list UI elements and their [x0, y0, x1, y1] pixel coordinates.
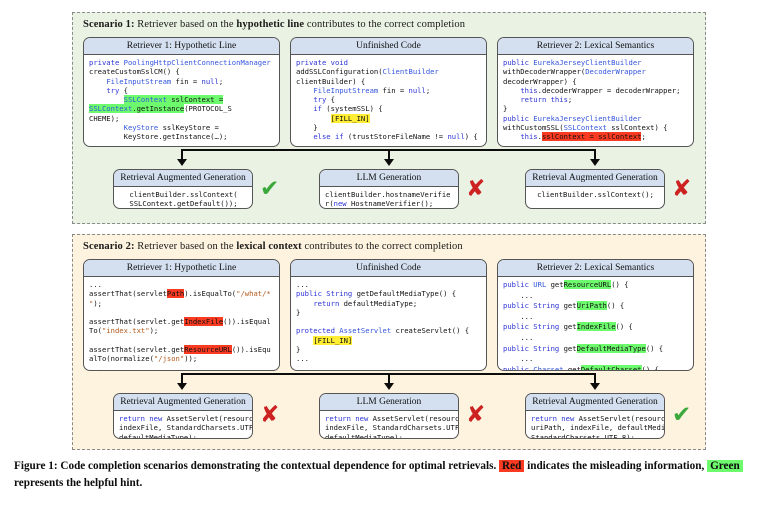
s1-output-rag-right-box: Retrieval Augmented Generation clientBui…: [525, 169, 665, 209]
s1-output-rag-left-box: Retrieval Augmented Generation clientBui…: [113, 169, 253, 209]
s2-verdict-mid: ✘: [466, 402, 486, 428]
s2-output-rag-left-header: Retrieval Augmented Generation: [114, 394, 252, 411]
s1-retriever1-header: Retriever 1: Hypothetic Line: [84, 38, 279, 55]
figure-caption: Figure 1: Code completion scenarios demo…: [14, 458, 756, 492]
caption-mid: indicates the misleading information,: [527, 460, 705, 472]
s1-retriever1-code: private PoolingHttpClientConnectionManag…: [89, 58, 271, 147]
caption-red-word: Red: [499, 460, 525, 472]
s2-connector-stub-right: [594, 373, 596, 385]
s1-unfinished-header: Unfinished Code: [291, 38, 486, 55]
s1-output-rag-right-header: Retrieval Augmented Generation: [526, 170, 664, 187]
s2-retriever2-box: Retriever 2: Lexical Semantics public UR…: [497, 259, 694, 371]
scenario-2-panel: Scenario 2: Retriever based on the lexic…: [72, 234, 706, 450]
s2-verdict-left: ✘: [260, 402, 280, 428]
s1-connector-stub-mid: [388, 149, 390, 161]
s2-output-rag-right-box: Retrieval Augmented Generation return ne…: [525, 393, 665, 439]
s2-output-rag-right-header: Retrieval Augmented Generation: [526, 394, 664, 411]
s2-output-rag-left-box: Retrieval Augmented Generation return ne…: [113, 393, 253, 439]
s2-unfinished-box: Unfinished Code ... public String getDef…: [290, 259, 487, 371]
s2-arrow-right: [590, 383, 600, 390]
s2-output-rag-right-code: return new AssetServlet(resourcePath, ur…: [531, 414, 665, 439]
s1-connector-stub-right: [594, 149, 596, 161]
scenario-1-title-pre: Retriever based on the: [137, 19, 234, 30]
s2-output-llm-code: return new AssetServlet(resourcePath, in…: [325, 414, 459, 439]
s1-output-llm-header: LLM Generation: [320, 170, 458, 187]
s1-connector-stub-left: [181, 149, 183, 161]
s2-connector-stub-mid: [388, 373, 390, 385]
scenario-1-title-bold: hypothetic line: [236, 19, 305, 30]
scenario-2-title-post: contributes to the correct completion: [304, 241, 463, 252]
s2-output-rag-left-code: return new AssetServlet(resourcePath, in…: [119, 414, 253, 439]
scenario-2-label: Scenario 2:: [83, 241, 135, 252]
scenario-1-label: Scenario 1:: [83, 19, 135, 30]
scenario-2-title-bold: lexical context: [236, 241, 302, 252]
s1-arrow-left: [177, 159, 187, 166]
s2-retriever2-code: public URL getResourceURL() { ... public…: [498, 277, 693, 370]
s1-output-rag-left-header: Retrieval Augmented Generation: [114, 170, 252, 187]
s1-retriever1-box: Retriever 1: Hypothetic Line private Poo…: [83, 37, 280, 147]
caption-green-word: Green: [707, 460, 743, 472]
scenario-1-title-post: contributes to the correct completion: [306, 19, 466, 30]
s1-verdict-mid: ✘: [466, 176, 486, 202]
s2-retriever1-header: Retriever 1: Hypothetic Line: [84, 260, 279, 277]
s1-output-rag-left-code: clientBuilder.sslContext( SSLContext.get…: [129, 190, 238, 209]
scenario-2-title-pre: Retriever based on the: [137, 241, 234, 252]
s1-retriever2-header: Retriever 2: Lexical Semantics: [498, 38, 693, 55]
s2-retriever2-header: Retriever 2: Lexical Semantics: [498, 260, 693, 277]
s2-connector-stub-left: [181, 373, 183, 385]
scenario-2-title: Scenario 2: Retriever based on the lexic…: [83, 241, 463, 252]
s2-output-llm-header: LLM Generation: [320, 394, 458, 411]
scenario-1-panel: Scenario 1: Retriever based on the hypot…: [72, 12, 706, 224]
s2-unfinished-header: Unfinished Code: [291, 260, 486, 277]
s1-unfinished-code: private void addSSLConfiguration(ClientB…: [296, 58, 478, 147]
s1-verdict-right: ✘: [672, 176, 692, 202]
s1-output-llm-box: LLM Generation clientBuilder.hostnameVer…: [319, 169, 459, 209]
s1-verdict-left: ✔: [260, 176, 280, 202]
s1-retriever2-code: public EurekaJerseyClientBuilder withDec…: [503, 58, 681, 147]
caption-end: represents the helpful hint.: [14, 477, 143, 489]
s1-unfinished-box: Unfinished Code private void addSSLConfi…: [290, 37, 487, 147]
s1-output-llm-code: clientBuilder.hostnameVerifie r(new Host…: [325, 190, 451, 209]
s1-arrow-mid: [384, 159, 394, 166]
s1-arrow-right: [590, 159, 600, 166]
s2-arrow-mid: [384, 383, 394, 390]
s2-output-llm-box: LLM Generation return new AssetServlet(r…: [319, 393, 459, 439]
s2-retriever1-box: Retriever 1: Hypothetic Line ... assertT…: [83, 259, 280, 371]
s1-retriever2-box: Retriever 2: Lexical Semantics public Eu…: [497, 37, 694, 147]
s2-verdict-right: ✔: [672, 402, 692, 428]
scenario-1-title: Scenario 1: Retriever based on the hypot…: [83, 19, 465, 30]
s2-arrow-left: [177, 383, 187, 390]
s2-retriever1-code: ... assertThat(servletPath).isEqualTo("/…: [89, 280, 271, 371]
s2-unfinished-code: ... public String getDefaultMediaType() …: [296, 280, 470, 364]
s1-output-rag-right-code: clientBuilder.sslContext();: [537, 190, 654, 199]
caption-pre: Figure 1: Code completion scenarios demo…: [14, 460, 497, 472]
